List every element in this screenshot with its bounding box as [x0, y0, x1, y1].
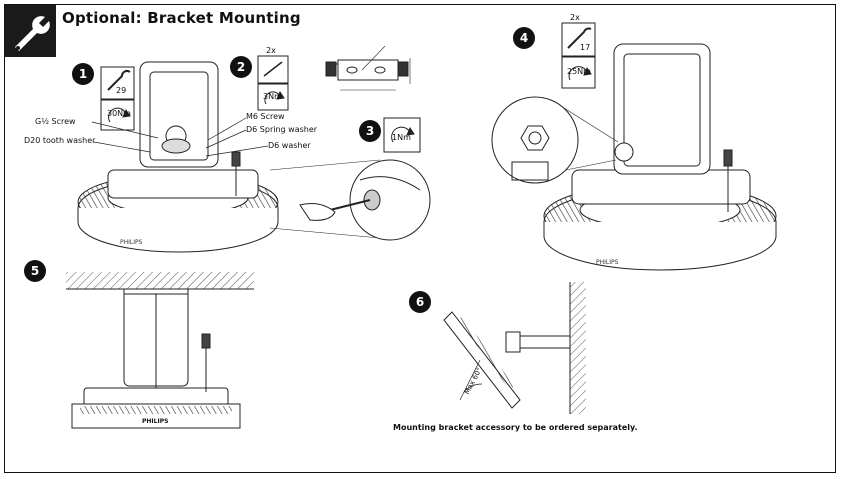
step2-qty: 2x	[266, 46, 276, 55]
callout-d20-washer: D20 tooth washer	[24, 136, 96, 145]
step-badge-3: 3	[359, 120, 381, 142]
step4-wrench-size: 17	[580, 43, 591, 52]
step3-torque: 1Nm	[392, 133, 411, 142]
page-frame	[4, 4, 836, 473]
step1-wrench-size: 29	[116, 86, 127, 95]
wrench-icon	[5, 5, 56, 57]
step-badge-2: 2	[230, 56, 252, 78]
step-badge-6: 6	[409, 291, 431, 313]
step4-illustration	[543, 43, 777, 271]
zoom-detail-nut	[491, 96, 619, 184]
callout-g-screw: G½ Screw	[35, 117, 76, 126]
step4-tools	[561, 22, 596, 89]
brand-mark-1: PHILIPS	[120, 239, 143, 246]
step2-torque: 3Nm	[263, 92, 282, 101]
step1-tools	[100, 66, 135, 131]
step2-tools	[257, 55, 289, 111]
callout-m6-screw: M6 Screw	[246, 112, 285, 121]
step4-torque: 25Nm	[567, 67, 591, 76]
step5-illustration	[66, 272, 254, 429]
brand-mark-3: PHILIPS	[142, 418, 168, 425]
step1-illustration	[77, 61, 279, 253]
callout-leaders	[91, 117, 269, 157]
page-title: Optional: Bracket Mounting	[62, 9, 301, 27]
step-badge-5: 5	[24, 260, 46, 282]
step-badge-4: 4	[513, 27, 535, 49]
zoom-detail-hand	[269, 159, 431, 241]
brand-mark-2: PHILIPS	[596, 259, 619, 266]
callout-d6-washer: D6 washer	[268, 141, 311, 150]
callout-d6-spring-washer: D6 Spring washer	[246, 125, 318, 134]
step1-torque: 30Nm	[107, 109, 131, 118]
step6-illustration	[443, 282, 586, 414]
footnote: Mounting bracket accessory to be ordered…	[393, 423, 638, 432]
step3-tool	[383, 117, 421, 153]
step-badge-1: 1	[72, 63, 94, 85]
step4-qty: 2x	[570, 13, 580, 22]
bracket-detail	[325, 45, 411, 91]
